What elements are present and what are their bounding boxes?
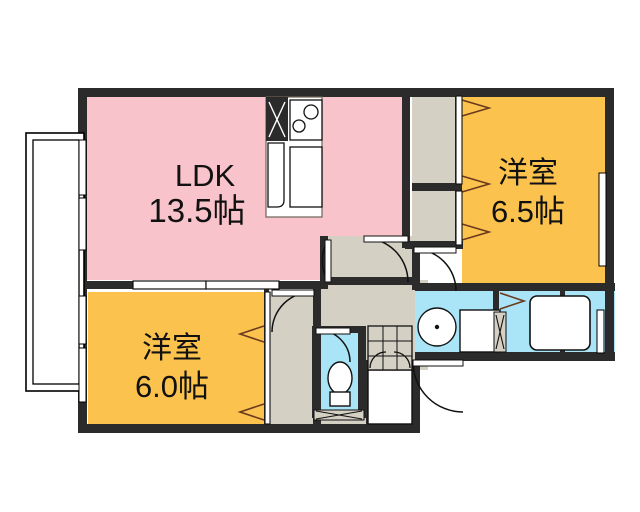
entrance-door-swing [369,351,387,369]
ldk-area: 13.5帖 [148,192,245,229]
kitchen-cabinet [289,146,323,208]
sliding-door-ldk-room60[interactable] [132,280,280,290]
toilet-door-x-icon [315,410,363,420]
entrance-area [367,325,413,425]
stove-burner-icon [303,104,319,120]
wash-basin-drain-icon [434,324,440,330]
range-hood-x-icon [268,101,286,138]
stove-burner-icon [292,119,306,133]
toilet-base-icon [329,391,351,407]
entrance-door-swing [393,351,411,369]
toilet-bowl-icon [327,361,353,395]
closet-door-marks [237,99,527,421]
washroom-door-x-icon [495,314,505,350]
room-60-area: 6.0帖 [135,369,209,404]
shoe-box [367,325,413,371]
kitchen-stove [289,99,323,141]
toilet [313,361,365,421]
balcony [25,132,85,392]
closet-lower-right [412,190,460,246]
room-labels: LDK 13.5帖 洋室 6.5帖 洋室 6.0帖 [135,157,565,404]
washroom-fixtures [417,295,591,353]
room-60-name: 洋室 [142,332,202,365]
door-leaves [271,235,464,367]
ldk-name: LDK [175,158,236,193]
kitchen-sink [267,142,285,208]
room-65-floor-fill [462,95,614,285]
entrance-genkan [367,369,413,425]
windows [78,139,607,403]
closet-panel-lines [264,95,463,425]
bathtub-icon [529,295,591,351]
room-65-name: 洋室 [498,157,558,190]
washing-machine-space-icon [459,309,501,353]
closet-upper-right [412,95,460,187]
room-65-area: 6.5帖 [491,194,565,229]
kitchen-counter [265,96,323,218]
